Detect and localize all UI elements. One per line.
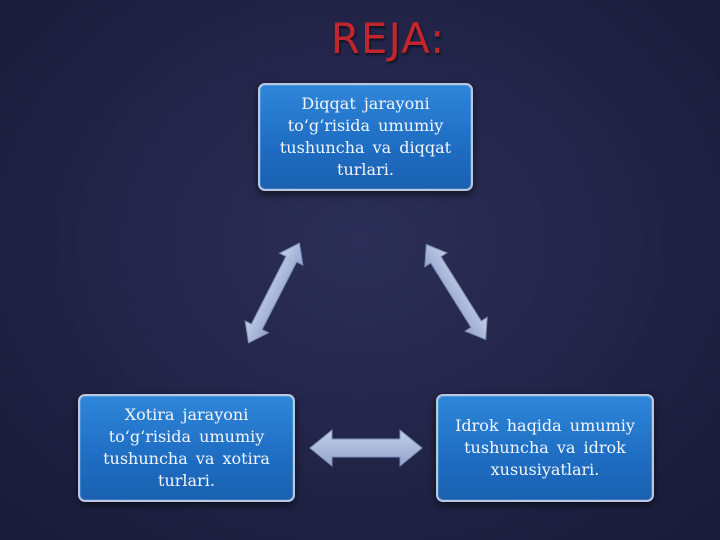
slide-title: REJA: [330, 14, 446, 63]
node-idrok-text: Idrok haqida umumiy tushuncha va idrok x… [455, 416, 635, 479]
node-xotira-text: Xotira jarayoni to‘g‘risida umumiy tushu… [103, 405, 270, 490]
node-idrok: Idrok haqida umumiy tushuncha va idrok x… [436, 394, 654, 502]
arrow-top-left-icon [244, 242, 304, 344]
node-xotira: Xotira jarayoni to‘g‘risida umumiy tushu… [78, 394, 295, 502]
node-diqqat: Diqqat jarayoni to‘g‘risida umumiy tushu… [258, 83, 473, 191]
arrow-bottom-icon [309, 428, 423, 468]
arrow-top-right-icon [424, 243, 488, 341]
node-diqqat-text: Diqqat jarayoni to‘g‘risida umumiy tushu… [279, 94, 452, 179]
